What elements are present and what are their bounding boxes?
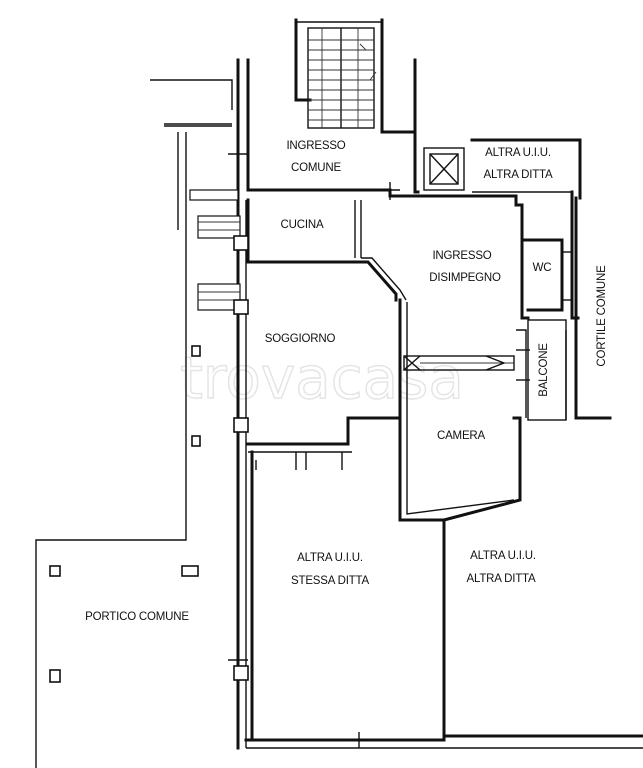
label-ingresso-comune-2: COMUNE	[291, 162, 341, 174]
building-walls	[35, 58, 612, 768]
label-ingresso-disimpegno-1: INGRESSO	[432, 250, 491, 262]
room-labels: INGRESSO COMUNE ALTRA U.I.U. ALTRA DITTA…	[85, 140, 608, 623]
interior-walls	[244, 198, 643, 749]
label-portico-comune: PORTICO COMUNE	[85, 611, 189, 623]
label-altra-uiu-top-1: ALTRA U.I.U.	[485, 147, 551, 159]
label-soggiorno: SOGGIORNO	[265, 333, 336, 345]
label-cucina: CUCINA	[281, 219, 324, 231]
label-altra-uiu-right-2: ALTRA DITTA	[467, 573, 536, 585]
label-ingresso-disimpegno-2: DISIMPEGNO	[429, 272, 501, 284]
label-altra-uiu-stessa-1: ALTRA U.I.U.	[297, 552, 363, 564]
label-altra-uiu-top-2: ALTRA DITTA	[484, 169, 553, 181]
staircase	[294, 18, 384, 134]
facade-windows	[189, 189, 249, 681]
label-altra-uiu-stessa-2: STESSA DITTA	[291, 575, 369, 587]
entry-markers	[228, 146, 530, 748]
portico-pillars	[49, 565, 199, 683]
label-altra-uiu-right-1: ALTRA U.I.U.	[470, 550, 536, 562]
label-ingresso-comune-1: INGRESSO	[286, 140, 345, 152]
label-wc: WC	[533, 262, 552, 274]
watermark-text: trovacasa	[180, 344, 464, 412]
label-balcone: BALCONE	[538, 343, 550, 397]
label-camera: CAMERA	[437, 430, 486, 442]
label-cortile-comune: CORTILE COMUNE	[596, 265, 608, 367]
